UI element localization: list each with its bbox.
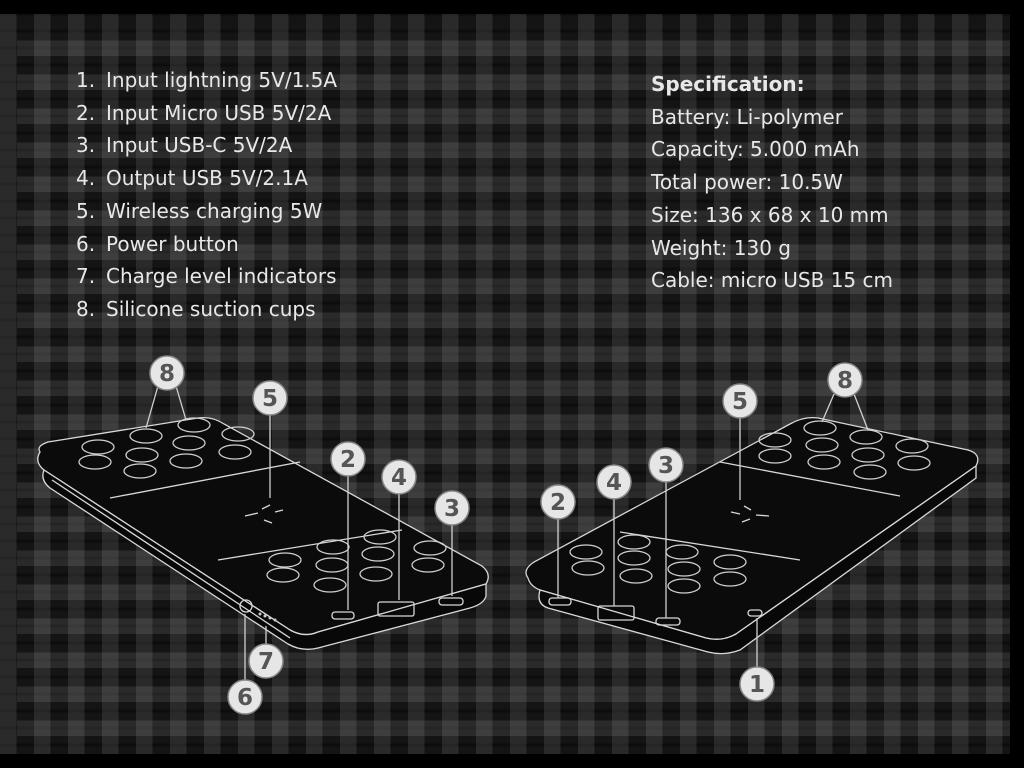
spec-line: Battery: Li-polymer [651, 104, 843, 129]
callout-number: 7 [258, 649, 274, 675]
specification: Specification: Battery: Li-polymer Capac… [651, 68, 893, 297]
feature-label: Input Micro USB 5V/2A [106, 100, 332, 125]
callout-4: 4 [381, 459, 417, 495]
feature-number: 1. [76, 68, 96, 92]
callout-number: 8 [837, 368, 853, 394]
callout-3: 3 [434, 490, 470, 526]
feature-item: 7. Charge level indicators [76, 260, 337, 293]
callout-number: 6 [237, 685, 253, 711]
usb-c-port [655, 617, 681, 626]
feature-number: 3. [76, 133, 96, 158]
callout-number: 4 [606, 470, 622, 496]
callout-number: 2 [340, 447, 356, 473]
spec-title: Specification: [651, 72, 805, 96]
feature-number: 8. [76, 296, 96, 321]
feature-label: Wireless charging 5W [106, 198, 323, 223]
callout-number: 3 [658, 453, 674, 479]
callout-5: 5 [252, 380, 288, 416]
callout-number: 2 [550, 490, 566, 516]
feature-item: 1. Input lightning 5V/1.5A [76, 64, 337, 97]
feature-number: 7. [76, 264, 96, 289]
callout-number: 4 [391, 465, 407, 491]
feature-item: 8. Silicone suction cups [76, 293, 337, 326]
feature-item: 2. Input Micro USB 5V/2A [76, 97, 337, 130]
spec-line: Cable: micro USB 15 cm [651, 268, 893, 293]
spec-line: Capacity: 5.000 mAh [651, 137, 860, 162]
callout-number: 5 [262, 386, 278, 412]
feature-item: 6. Power button [76, 228, 337, 261]
callout-3: 3 [648, 447, 684, 483]
feature-item: 4. Output USB 5V/2.1A [76, 162, 337, 195]
callout-4: 4 [596, 464, 632, 500]
feature-label: Charge level indicators [106, 264, 337, 289]
callout-6: 6 [227, 679, 263, 715]
callout-number: 8 [159, 361, 175, 387]
callout-8: 8 [149, 355, 185, 391]
feature-label: Input USB-C 5V/2A [106, 133, 293, 158]
feature-label: Output USB 5V/2.1A [106, 166, 308, 191]
usb-port [597, 605, 635, 621]
power-bank-right [525, 393, 979, 667]
callout-2: 2 [540, 484, 576, 520]
feature-label: Power button [106, 231, 239, 256]
usb-port [377, 601, 415, 617]
lightning-port [747, 609, 763, 617]
usb-c-port [438, 597, 464, 606]
callout-7: 7 [248, 643, 284, 679]
callout-2: 2 [330, 441, 366, 477]
spec-line: Total power: 10.5W [651, 170, 843, 195]
feature-item: 3. Input USB-C 5V/2A [76, 129, 337, 162]
feature-list: 1. Input lightning 5V/1.5A 2. Input Micro … [76, 64, 337, 326]
spec-line: Weight: 130 g [651, 235, 791, 260]
feature-label: Input lightning 5V/1.5A [106, 68, 338, 92]
feature-number: 4. [76, 166, 96, 191]
wireless-charging-icon [730, 505, 770, 523]
charge-level-indicators [258, 612, 277, 622]
callout-8: 8 [827, 362, 863, 398]
callout-number: 5 [732, 389, 748, 415]
suction-cups [569, 420, 931, 594]
power-button [239, 599, 253, 613]
callout-number: 1 [749, 672, 765, 698]
callout-5: 5 [722, 383, 758, 419]
feature-number: 5. [76, 198, 96, 223]
spec-line: Size: 136 x 68 x 10 mm [651, 202, 889, 227]
wireless-charging-icon [244, 504, 284, 524]
feature-label: Silicone suction cups [106, 296, 316, 321]
callout-1: 1 [739, 666, 775, 702]
micro-usb-port [548, 597, 572, 606]
feature-item: 5. Wireless charging 5W [76, 195, 337, 228]
feature-number: 2. [76, 100, 96, 125]
micro-usb-port [331, 611, 355, 620]
feature-number: 6. [76, 231, 96, 256]
callout-number: 3 [444, 496, 460, 522]
power-bank-left [37, 385, 489, 680]
